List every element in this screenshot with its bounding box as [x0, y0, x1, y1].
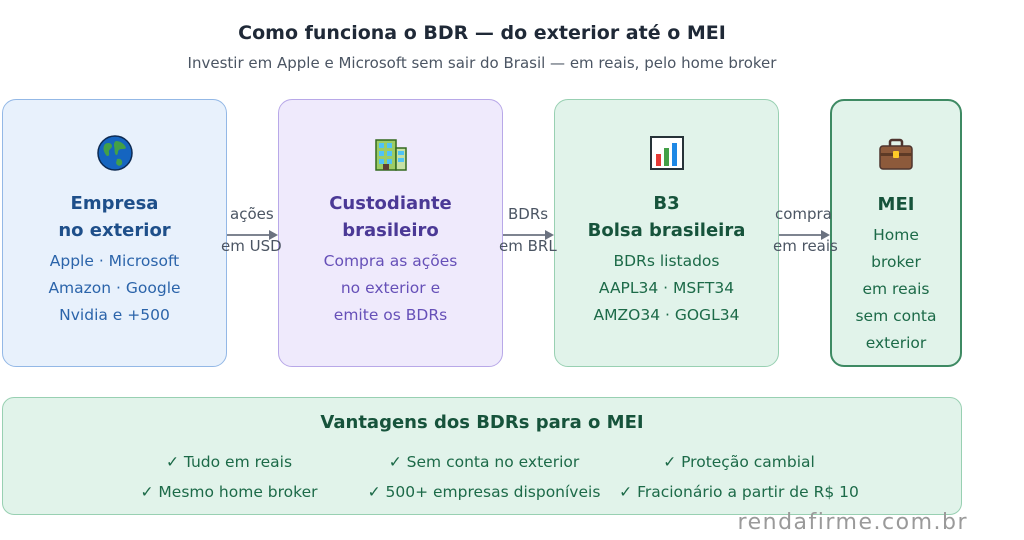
card-body-line: Apple · Microsoft: [49, 252, 180, 270]
connector-company-to-custodian: ações em USD: [221, 195, 282, 255]
card-heading-line: no exterior: [58, 220, 171, 241]
advantage-item: ✓ Fracionário a partir de R$ 10: [619, 483, 859, 501]
advantages-panel: Vantagens dos BDRs para o MEI ✓ Tudo em …: [2, 397, 962, 515]
arrow-right-icon: [503, 230, 554, 240]
bar-chart-icon: [649, 136, 684, 170]
card-body-line: BDRs listados: [613, 252, 720, 270]
card-heading: MEI: [832, 191, 960, 218]
card-body: Home broker em reais sem conta exterior: [832, 222, 960, 357]
card-body-line: AMZO34 · GOGL34: [593, 306, 740, 324]
diagram-title: Como funciona o BDR — do exterior até o …: [238, 22, 726, 44]
card-body-line: Nvidia e +500: [59, 306, 170, 324]
card-heading-line: Empresa: [70, 193, 159, 214]
card-body: Apple · Microsoft Amazon · Google Nvidia…: [3, 248, 226, 329]
card-body-line: Amazon · Google: [48, 279, 181, 297]
card-mei: MEI Home broker em reais sem conta exter…: [830, 99, 962, 367]
watermark: rendafirme.com.br: [737, 510, 968, 535]
connector-b3-to-mei: compra em reais: [773, 195, 838, 255]
arrow-right-icon: [227, 230, 278, 240]
card-body-line: em reais: [862, 280, 930, 298]
card-brazilian-custodian: Custodiante brasileiro Compra as ações n…: [278, 99, 503, 367]
card-body-line: sem conta: [855, 307, 937, 325]
globe-icon: [96, 135, 133, 171]
card-body-line: Compra as ações: [323, 252, 458, 270]
card-body-line: AAPL34 · MSFT34: [598, 279, 735, 297]
card-body-line: broker: [871, 253, 921, 271]
card-heading: Custodiante brasileiro: [279, 190, 502, 244]
connector-label-bottom: em BRL: [499, 237, 557, 255]
card-heading-line: B3: [653, 193, 680, 214]
office-building-icon: [374, 139, 407, 171]
card-body-line: no exterior e: [340, 279, 441, 297]
advantages-title: Vantagens dos BDRs para o MEI: [320, 412, 644, 433]
connector-label-top: compra: [775, 205, 832, 223]
card-foreign-company: Empresa no exterior Apple · Microsoft Am…: [2, 99, 227, 367]
card-body: BDRs listados AAPL34 · MSFT34 AMZO34 · G…: [555, 248, 778, 329]
connector-label-bottom: em reais: [773, 237, 838, 255]
advantage-item: ✓ Tudo em reais: [165, 453, 293, 471]
card-b3-exchange: B3 Bolsa brasileira BDRs listados AAPL34…: [554, 99, 779, 367]
advantage-item: ✓ Mesmo home broker: [140, 483, 318, 501]
advantage-item: ✓ Proteção cambial: [663, 453, 815, 471]
card-heading-line: Custodiante: [329, 193, 452, 214]
card-heading-line: Bolsa brasileira: [587, 220, 746, 241]
card-body-line: Home: [873, 226, 919, 244]
card-body-line: exterior: [865, 334, 927, 352]
connector-custodian-to-b3: BDRs em BRL: [499, 195, 557, 255]
diagram-subtitle: Investir em Apple e Microsoft sem sair d…: [187, 54, 777, 72]
card-heading-line: MEI: [877, 194, 915, 215]
connector-label-top: BDRs: [508, 205, 549, 223]
card-body: Compra as ações no exterior e emite os B…: [279, 248, 502, 329]
card-heading: Empresa no exterior: [3, 190, 226, 244]
advantage-item: ✓ Sem conta no exterior: [388, 453, 580, 471]
briefcase-icon: [879, 138, 913, 170]
arrow-right-icon: [779, 230, 830, 240]
card-heading-line: brasileiro: [342, 220, 439, 241]
connector-label-top: ações: [230, 205, 274, 223]
card-heading: B3 Bolsa brasileira: [555, 190, 778, 244]
connector-label-bottom: em USD: [221, 237, 282, 255]
advantage-item: ✓ 500+ empresas disponíveis: [367, 483, 601, 501]
card-body-line: emite os BDRs: [333, 306, 448, 324]
